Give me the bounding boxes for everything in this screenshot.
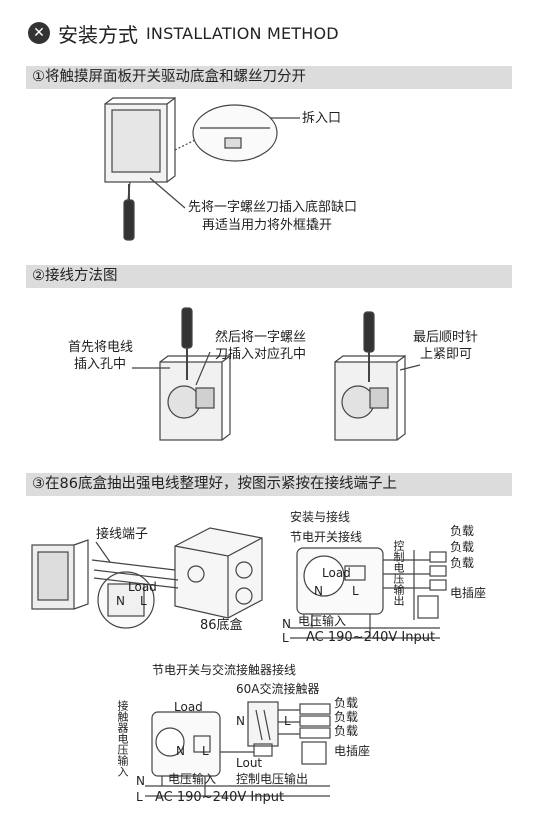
- section2-device-2: [334, 311, 421, 441]
- wiring-ctrl-output-vertical: 控制电压输出: [392, 540, 405, 606]
- contactor-ac-input: AC 190~240V Input: [155, 790, 285, 805]
- label-opening: 拆入口: [302, 111, 342, 126]
- label-first-line2: 插入孔中: [74, 357, 127, 372]
- label-86-box: 86底盒: [200, 618, 243, 633]
- contactor-socket-label: 电插座: [334, 744, 371, 758]
- wiring-n-line: N: [282, 617, 291, 631]
- label-first-line1: 首先将电线: [68, 340, 134, 355]
- contactor-diagram: [145, 701, 331, 797]
- label-step1-line2: 再适当用力将外框撬开: [202, 218, 333, 233]
- contactor-n-inside: N: [176, 744, 185, 758]
- contactor-load-inside: Load: [174, 700, 203, 714]
- section3-wiring-diagram: [290, 547, 447, 639]
- section3-heading: ③在86底盒抽出强电线整理好，按图示紧按在接线端子上: [26, 473, 512, 496]
- section1-heading: ①将触摸屏面板开关驱动底盒和螺丝刀分开: [26, 66, 512, 89]
- label-last-line2: 上紧即可: [420, 347, 473, 362]
- section2-heading: ②接线方法图: [26, 265, 512, 288]
- label-terminal: 接线端子: [96, 527, 149, 542]
- page-title-cn: 安装方式: [58, 22, 138, 47]
- close-circle-icon: ✕: [28, 22, 50, 44]
- wiring-load-1: 负载: [450, 524, 475, 538]
- section1-panel-illustration: [104, 96, 300, 241]
- label-last-line1: 最后顺时针: [413, 330, 479, 345]
- wiring-socket-label: 电插座: [450, 586, 487, 600]
- label-n-small: N: [116, 594, 125, 608]
- contactor-load-1: 负载: [334, 696, 359, 710]
- contactor-label: 60A交流接触器: [236, 682, 320, 696]
- contactor-l-inside: L: [202, 744, 209, 758]
- contactor-voltage-input: 电压输入: [168, 772, 217, 786]
- wiring-switch-label: 节电开关接线: [290, 530, 363, 544]
- wiring-n-inside: N: [314, 584, 323, 598]
- wiring-voltage-input: 电压输入: [298, 614, 347, 628]
- contactor-lout: Lout: [236, 756, 263, 770]
- page-header: ✕ 安装方式 INSTALLATION METHOD: [28, 18, 339, 48]
- wiring-l-line: L: [282, 631, 289, 645]
- section3-box-illustration: [31, 527, 263, 629]
- contactor-l-contactor: L: [284, 714, 291, 728]
- contact-voltage-vertical: 接触器电压输入: [116, 700, 129, 777]
- contactor-ctrl-output: 控制电压输出: [236, 772, 309, 786]
- wiring-l-inside: L: [352, 584, 359, 598]
- wiring-title: 安装与接线: [290, 510, 351, 524]
- label-then-line1: 然后将一字螺丝: [215, 330, 307, 345]
- contactor-n-contactor: N: [236, 714, 245, 728]
- contactor-n-left: N: [136, 774, 145, 788]
- wiring-load-3: 负载: [450, 556, 475, 570]
- wiring-load-inside: Load: [322, 566, 351, 580]
- contactor-l-left: L: [136, 790, 143, 804]
- contactor-load-2: 负载: [334, 710, 359, 724]
- label-l-small: L: [140, 594, 147, 608]
- wiring-load-2: 负载: [450, 540, 475, 554]
- section2-device-1: [132, 307, 231, 441]
- label-step1-line1: 先将一字螺丝刀插入底部缺口: [188, 200, 358, 215]
- contactor-load-3: 负载: [334, 724, 359, 738]
- contactor-title: 节电开关与交流接触器接线: [152, 663, 297, 677]
- label-then-line2: 刀插入对应孔中: [215, 347, 307, 362]
- page-title-en: INSTALLATION METHOD: [146, 23, 339, 43]
- wiring-ac-input: AC 190~240V Input: [306, 630, 436, 645]
- label-load-small: Load: [128, 580, 157, 594]
